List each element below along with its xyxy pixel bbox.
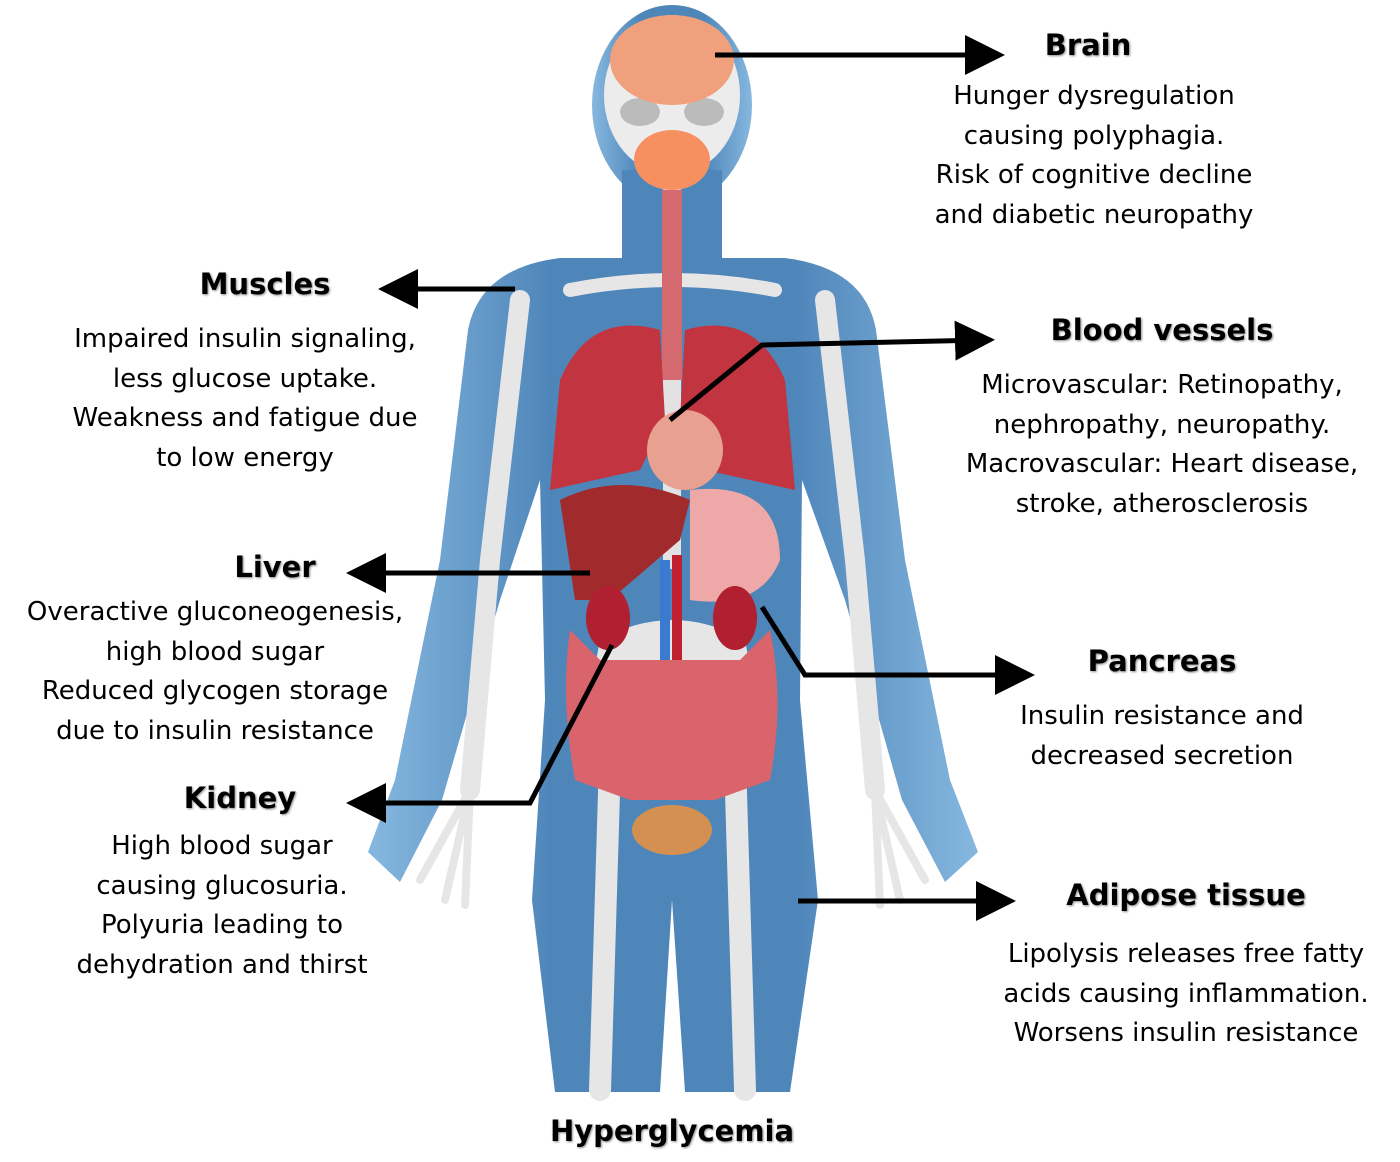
muscles-heading: Muscles	[199, 267, 331, 301]
muscles-label: Muscles Impaired insulin signaling, less…	[73, 266, 418, 478]
pancreas-arrow	[759, 605, 1035, 695]
brain-heading: Brain	[1044, 28, 1132, 62]
muscles-text-line: Weakness and fatigue due	[72, 403, 418, 433]
left-lung	[550, 325, 665, 490]
brain-organ	[610, 15, 734, 105]
pancreas-heading: Pancreas	[1087, 644, 1237, 678]
kidney-text-line: Polyuria leading to	[100, 910, 344, 940]
intestines	[566, 630, 778, 800]
adipose-tissue-heading: Adipose tissue	[1066, 878, 1306, 912]
liver-text-line: high blood sugar	[105, 636, 325, 667]
muscles-text-line: to low energy	[156, 442, 334, 473]
adipose-tissue-text-line: Lipolysis releases free fatty	[1007, 939, 1365, 969]
blood-vessels-heading: Blood vessels	[1050, 313, 1274, 347]
liver-text-line: Overactive gluconeogenesis,	[26, 597, 404, 627]
diagram-title: Hyperglycemia	[549, 1114, 795, 1148]
blood-vessels-label: Blood vessels Microvascular: Retinopathy…	[966, 312, 1358, 524]
bladder	[632, 805, 712, 855]
blood-vessels-text-line: Microvascular: Retinopathy,	[981, 370, 1343, 400]
liver-text-line: due to insulin resistance	[56, 715, 374, 746]
brain-text-line: Hunger dysregulation	[953, 81, 1235, 111]
kidney-text-line: High blood sugar	[111, 831, 333, 861]
blood-vessels-arrow	[668, 320, 995, 422]
pancreas-text-line: decreased secretion	[1030, 740, 1294, 771]
pancreas-label: Pancreas Insulin resistance and decrease…	[1020, 643, 1304, 776]
left-kidney	[586, 586, 630, 650]
kidney-text-line: causing glucosuria.	[96, 870, 348, 901]
blood-vessels-text-line: Macrovascular: Heart disease,	[965, 449, 1359, 479]
brain-text-line: Risk of cognitive decline	[935, 160, 1253, 190]
pancreas-text-line: Insulin resistance and	[1020, 701, 1304, 731]
blood-vessels-text-line: stroke, atherosclerosis	[1015, 488, 1309, 519]
adipose-tissue-text-line: acids causing inflammation.	[1003, 978, 1369, 1009]
liver-heading: Liver	[234, 550, 316, 584]
adipose-tissue-text-line: Worsens insulin resistance	[1013, 1018, 1359, 1048]
blood-vessels-text-line: nephropathy, neuropathy.	[993, 409, 1331, 440]
muscles-text-line: less glucose uptake.	[112, 363, 378, 394]
stomach	[690, 488, 780, 602]
arrows	[346, 35, 1035, 921]
adipose-tissue-label: Adipose tissue Lipolysis releases free f…	[1003, 877, 1368, 1054]
brain-label: Brain Hunger dysregulation causing polyp…	[923, 27, 1254, 235]
brain-text-line: and diabetic neuropathy	[934, 199, 1254, 230]
right-kidney	[713, 586, 757, 650]
kidney-label: Kidney High blood sugar causing glucosur…	[76, 780, 367, 985]
liver-text-line: Reduced glycogen storage	[41, 676, 389, 706]
muscles-text-line: Impaired insulin signaling,	[74, 324, 416, 354]
liver-organ	[560, 485, 690, 600]
kidney-arrow	[346, 643, 615, 823]
organs	[550, 15, 795, 855]
liver-label: Liver Overactive gluconeogenesis, high b…	[27, 549, 403, 751]
heart	[647, 410, 723, 490]
brain-text-line: causing polyphagia.	[963, 120, 1225, 151]
kidney-text-line: dehydration and thirst	[76, 949, 368, 980]
kidney-heading: Kidney	[183, 781, 297, 815]
